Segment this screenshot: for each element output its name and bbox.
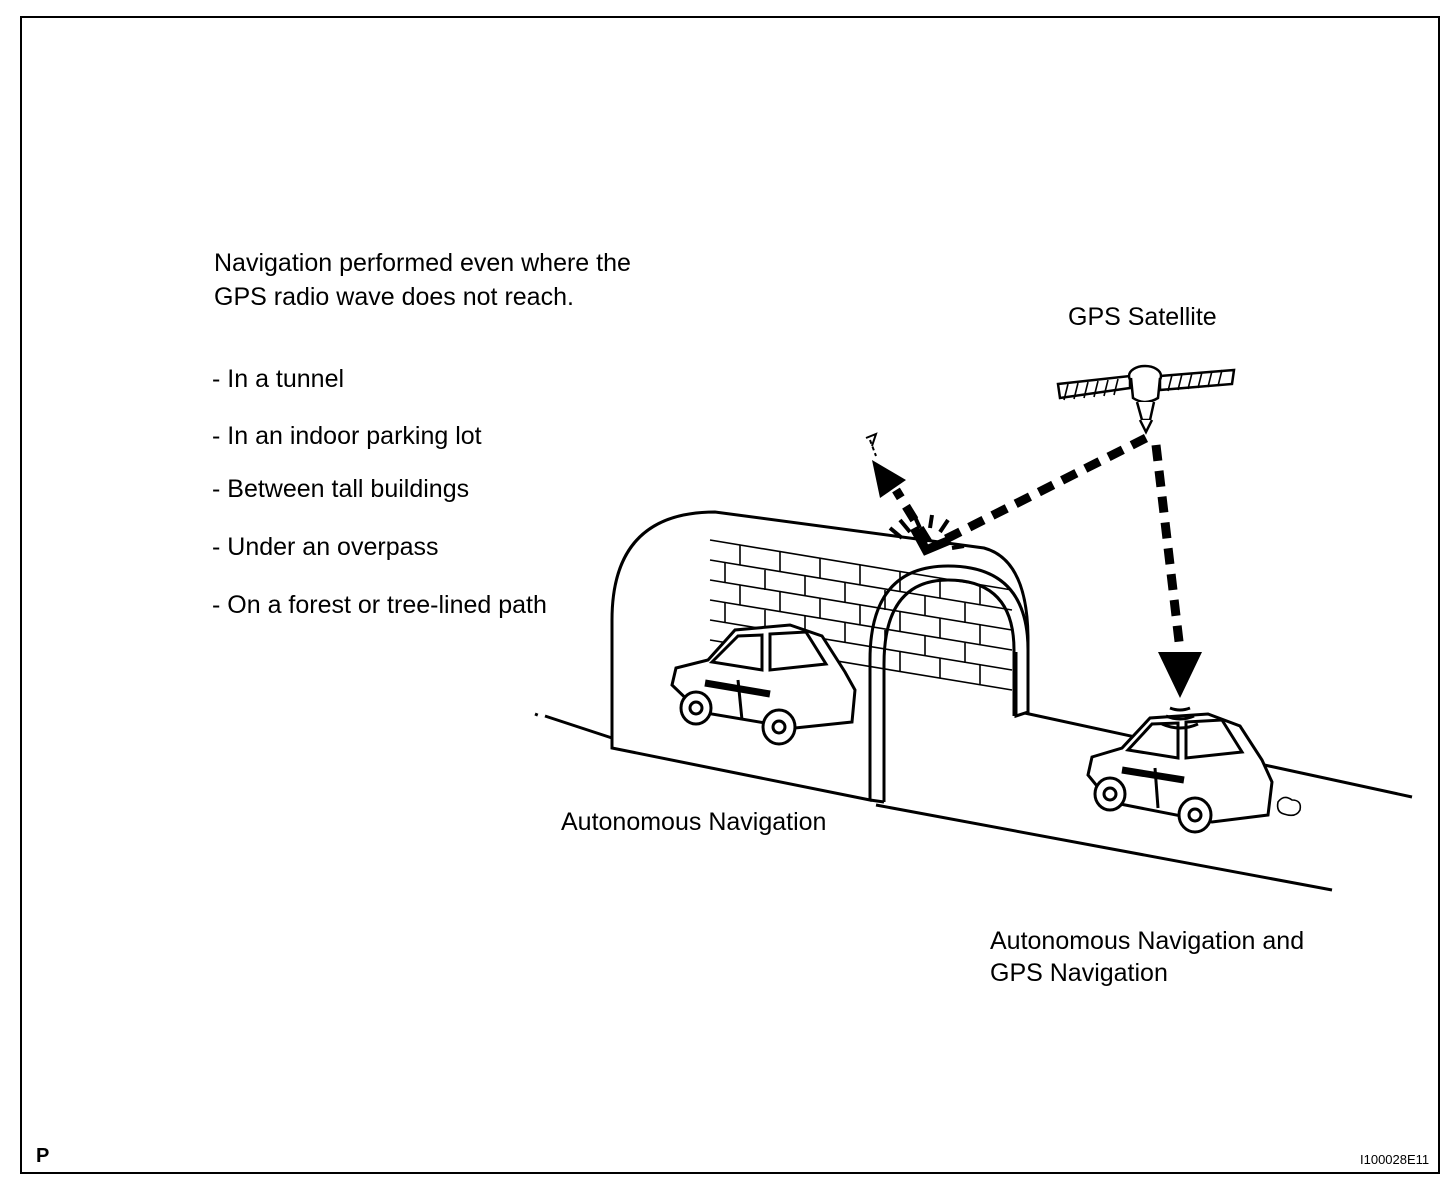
satellite-label: GPS Satellite <box>1068 303 1217 331</box>
heading: Navigation performed even where the GPS … <box>214 246 631 314</box>
car-icon <box>670 623 857 746</box>
figure-code: I100028E11 <box>1360 1152 1430 1167</box>
reflection-corner <box>910 525 952 556</box>
condition-item: - In an indoor parking lot <box>212 422 482 450</box>
heading-line-2: GPS radio wave does not reach. <box>214 283 574 311</box>
deflected-signal <box>865 432 878 457</box>
condition-item: - Under an overpass <box>212 533 439 561</box>
outside-car-label-line-2: GPS Navigation <box>990 959 1168 987</box>
outside-car-label: Autonomous Navigation and GPS Navigation <box>990 925 1304 989</box>
satellite-icon <box>1056 364 1236 435</box>
condition-item: - Between tall buildings <box>212 475 470 503</box>
signal-icon <box>1161 706 1199 730</box>
condition-item: - On a forest or tree-lined path <box>212 591 547 619</box>
tunnel-car-label: Autonomous Navigation <box>561 808 827 836</box>
car-icon <box>1086 712 1302 834</box>
outside-car-label-line-1: Autonomous Navigation and <box>990 927 1305 955</box>
signal-arrow-icon <box>872 460 1202 698</box>
condition-item: - In a tunnel <box>212 365 345 393</box>
heading-line-1: Navigation performed even where the <box>214 249 631 277</box>
diagram-frame <box>20 16 1440 1174</box>
corner-letter: P <box>36 1145 50 1167</box>
gps-signal-path <box>892 433 1185 651</box>
